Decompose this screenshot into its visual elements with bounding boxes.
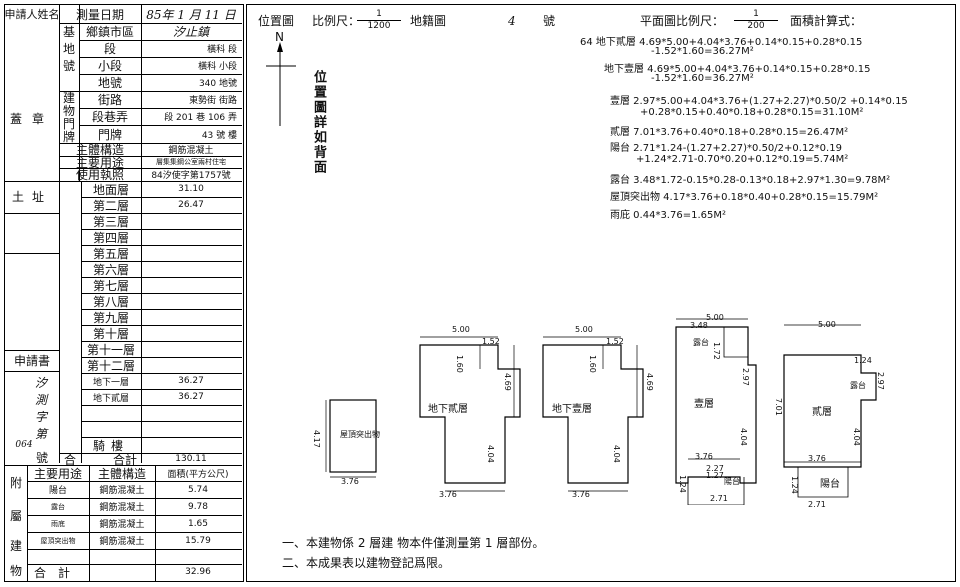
annex-header: 主體構造 (97, 466, 146, 481)
annex-row: 雨底 (51, 519, 65, 528)
app-number-value: 064 (15, 440, 33, 450)
town-value: 汐止鎮 (172, 25, 209, 39)
basement2-plan-outline (419, 344, 521, 484)
basement1-plan-outline (542, 344, 644, 484)
calc-line: -1.52*1.60=36.27M² (651, 46, 754, 57)
location-note: 位置圖詳如背面 (311, 70, 326, 175)
calc-line: 貳層 7.01*3.76+0.40*0.18+0.28*0.15=26.47M² (610, 127, 849, 138)
map-number: 4 (508, 14, 516, 28)
calc-line: 露台 3.48*1.72-0.15*0.28-0.13*0.18+2.97*1.… (610, 175, 891, 186)
calc-line: 壹層 2.97*5.00+4.04*3.76+(1.27+2.27)*0.50/… (610, 96, 908, 107)
base-row-label: 鄉鎮市區 (85, 25, 134, 39)
applicant-label: 申請人姓名 (5, 8, 59, 21)
floor-plans (325, 318, 877, 505)
cadastral-label: 地籍圖 (410, 14, 447, 28)
annex-row: 屋頂突出物 (40, 536, 76, 545)
base-group-label: 基 (62, 25, 75, 39)
annex-row: 露台 (51, 502, 65, 511)
floor-plan-scale-label: 平面圖比例尺： (640, 14, 725, 28)
application-label: 申請書 (13, 353, 50, 368)
form-divider (81, 181, 82, 463)
floor1-plan-outline (675, 326, 757, 484)
calc-line: 屋頂突出物 4.17*3.76+0.18*0.40+0.28*0.15=15.7… (610, 192, 879, 203)
note-line: 一、本建物係 2 層建 物本件僅測量第 1 層部份。 (282, 536, 545, 550)
annex-header: 主要用途 (33, 466, 82, 481)
form-divider (141, 5, 142, 463)
annex-label: 附 (9, 475, 22, 490)
calc-line: 64 地下貳層 4.69*5.00+4.04*3.76+0.14*0.15+0.… (580, 37, 863, 48)
floor2-plan-outline (783, 354, 877, 468)
area-formula-label: 面積計算式： (790, 14, 863, 28)
drawing-area (246, 4, 956, 582)
form-divider (79, 5, 80, 181)
north-label: N (275, 30, 284, 44)
calc-line: +1.24*2.71-0.70*0.20+0.12*0.19=5.74M² (636, 154, 849, 165)
scale-label: 比例尺： (312, 14, 361, 28)
roof-plan-outline (329, 399, 377, 473)
survey-date-value: 85年 1 月 11 日 (146, 7, 236, 22)
annex-header: 面積(平方公尺) (167, 469, 229, 480)
building-survey-form: 申請人姓名 測量日期 85年 1 月 11 日 基 地 號 鄉鎮市區 汐止鎮 段… (4, 4, 244, 582)
basement2-plan-label: 地下貳層 (428, 404, 468, 415)
calc-line: 陽台 2.71*1.24-(1.27+2.27)*0.50/2+0.12*0.1… (610, 143, 842, 154)
number-label: 號 (543, 14, 556, 28)
annex-total-value: 32.96 (185, 567, 211, 577)
handwritten-name (5, 25, 59, 41)
note-line: 二、本成果表以建物登記爲限。 (282, 556, 451, 570)
roof-plan-label: 屋頂突出物 (340, 430, 380, 439)
door-group-label: 建 (62, 91, 75, 104)
seal-label: 蓋章 (9, 111, 54, 126)
floor1-plan-label: 壹層 (694, 399, 714, 410)
north-arrow-icon (266, 42, 296, 126)
annex-row: 陽台 (48, 486, 67, 496)
basement1-plan-label: 地下壹層 (552, 404, 592, 415)
location-map-label: 位置圖 (258, 14, 295, 28)
survey-date-label: 測量日期 (75, 7, 124, 22)
form-divider (59, 5, 60, 463)
annex-total-label: 合計 (33, 565, 82, 580)
calc-line: 地下壹層 4.69*5.00+4.04*3.76+0.14*0.15+0.28*… (604, 64, 871, 75)
floor2-plan-label: 貳層 (812, 407, 832, 418)
calc-line: +0.28*0.15+0.40*0.18+0.28*0.15=31.10M² (640, 107, 864, 118)
address-label: 土址 (11, 189, 52, 204)
calc-line: 雨庇 0.44*3.76=1.65M² (610, 210, 726, 221)
calc-line: -1.52*1.60=36.27M² (651, 73, 754, 84)
